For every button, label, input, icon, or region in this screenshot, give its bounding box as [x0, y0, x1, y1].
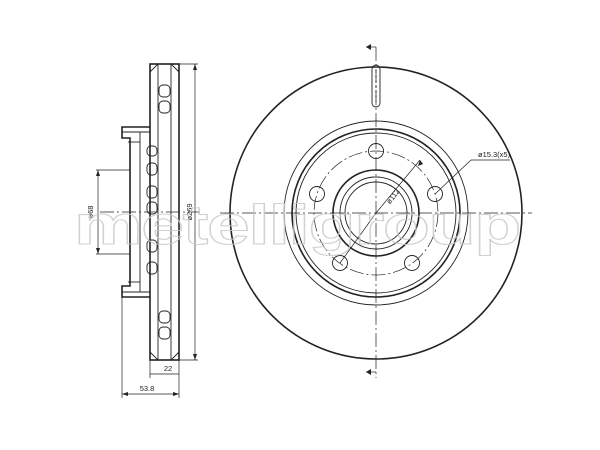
bolt-hole: [404, 255, 420, 271]
bolt-holes-label: ø15.3(x5): [478, 150, 511, 159]
bolt-hole: [309, 186, 325, 202]
front-view: ø112 ø15.3(x5): [220, 44, 532, 378]
total-height-label: 53.8: [140, 384, 155, 393]
hub-diameter-label: ø68: [86, 206, 95, 219]
watermark-logo: metelligroup: [74, 193, 520, 256]
bolt-hole: [427, 186, 443, 202]
thickness-label: 22: [164, 364, 172, 373]
outer-diameter-label: ø269: [185, 203, 194, 220]
side-section-view: ø68 ø269 22 53.8: [86, 63, 200, 398]
bolt-hole: [332, 255, 348, 271]
